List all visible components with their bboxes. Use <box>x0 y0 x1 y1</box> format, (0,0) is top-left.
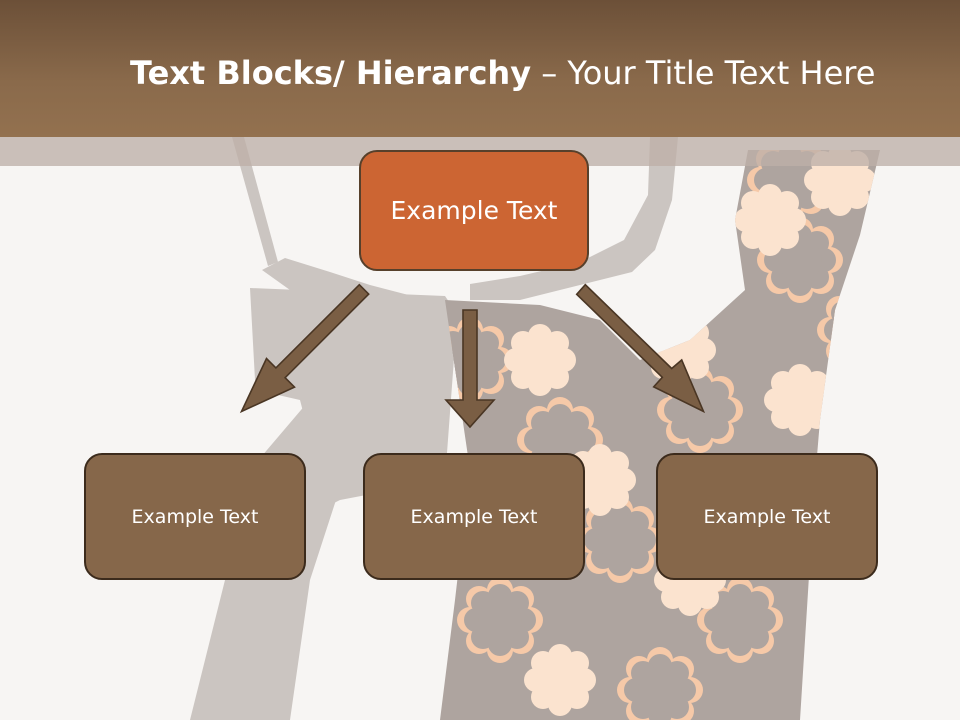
top-level-label: Example Text <box>390 196 558 225</box>
title-bar <box>0 0 960 137</box>
page-title: Text Blocks/ Hierarchy – Your Title Text… <box>130 54 875 92</box>
child-box-2: Example Text <box>363 453 585 580</box>
title-bold: Text Blocks/ Hierarchy <box>130 54 532 92</box>
child-label-3: Example Text <box>703 505 831 528</box>
top-level-box: Example Text <box>359 150 589 271</box>
title-normal: – Your Title Text Here <box>531 54 876 92</box>
child-label-2: Example Text <box>410 505 538 528</box>
child-label-1: Example Text <box>131 505 259 528</box>
child-box-1: Example Text <box>84 453 306 580</box>
child-box-3: Example Text <box>656 453 878 580</box>
